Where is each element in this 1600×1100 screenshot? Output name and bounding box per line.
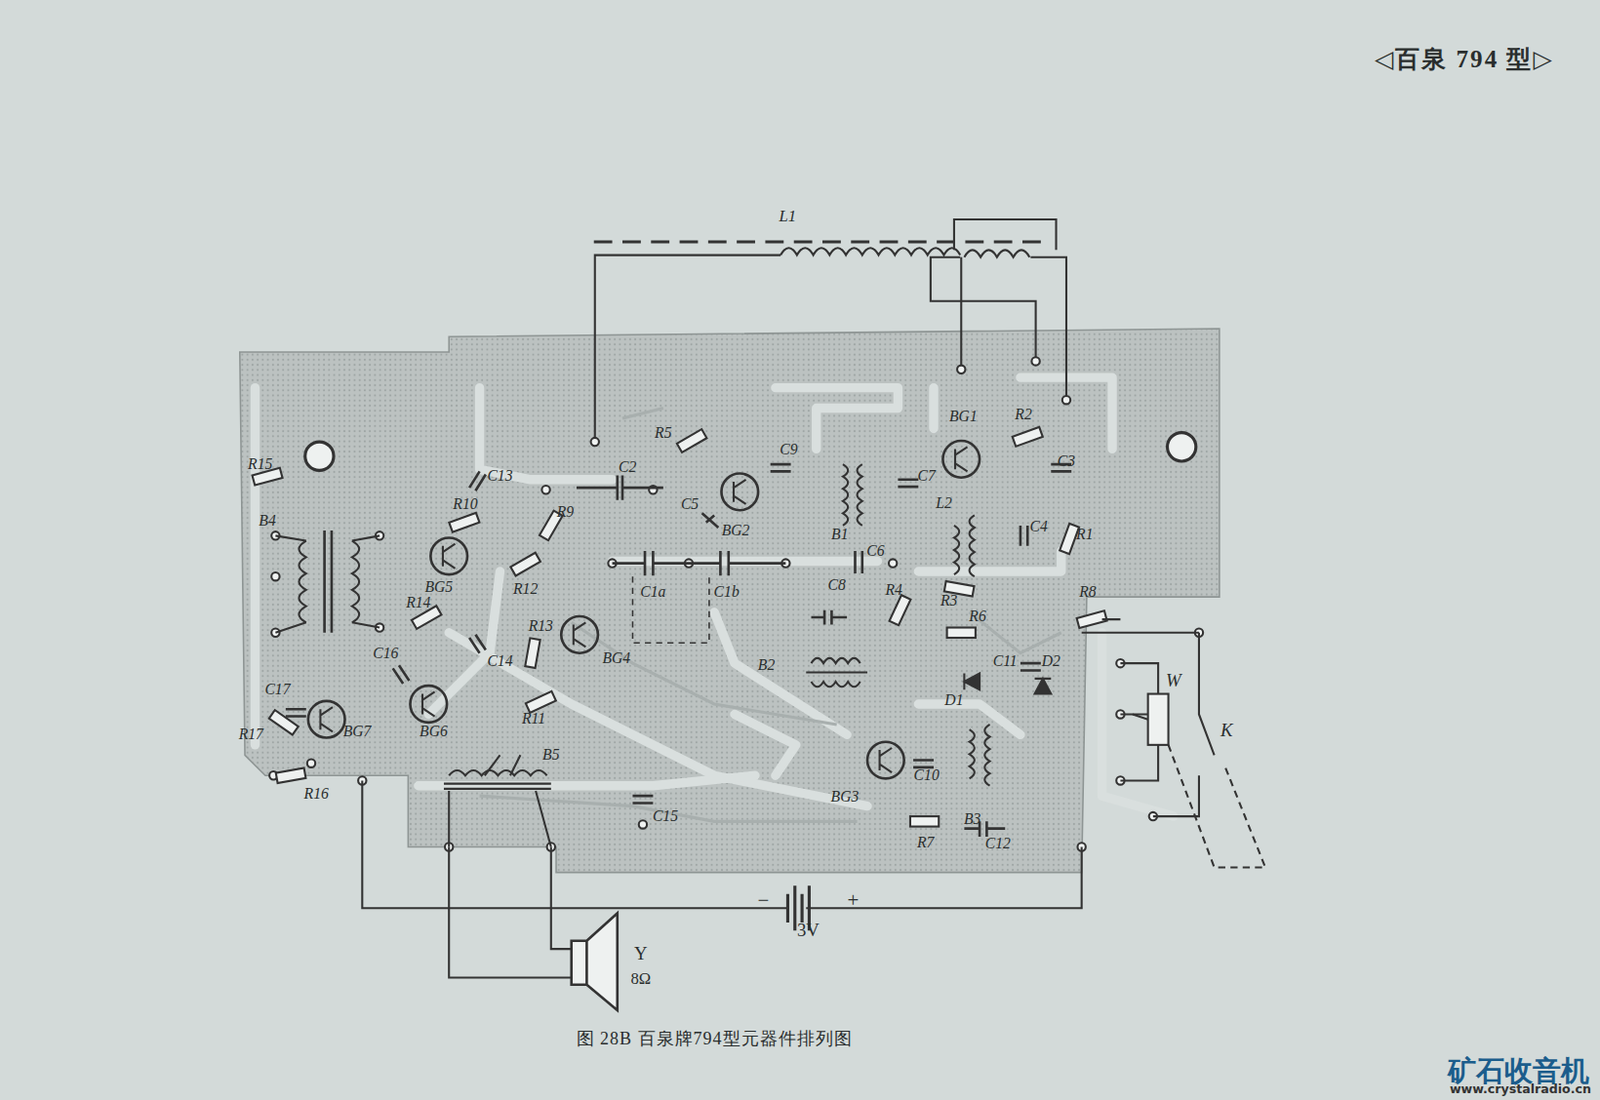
part-label: C15 [652,807,679,825]
part-label: C11 [993,652,1018,670]
part-label: R11 [521,710,546,727]
part-label: C1a [640,583,666,600]
part-label: D1 [944,691,963,709]
part-label: R8 [1079,583,1096,600]
part-label: C4 [1030,518,1048,535]
part-label: C7 [918,467,936,484]
part-label: R15 [247,455,273,473]
part-label: BG5 [424,578,453,596]
part-label: C3 [1057,452,1076,470]
part-label: C2 [618,458,637,476]
part-label: BG6 [419,722,448,740]
part-label: R7 [917,834,934,851]
part-label: R14 [405,594,431,611]
part-label: C12 [985,835,1011,852]
part-label: R10 [452,495,478,513]
part-label: BG4 [601,649,631,667]
part-label: C16 [372,644,399,662]
part-label: 8Ω [631,970,652,989]
part-label: C9 [779,440,798,458]
part-label: BG2 [721,521,751,539]
part-label: C10 [914,766,940,784]
part-label: B5 [542,746,560,763]
part-label: R5 [654,424,672,441]
part-label: L1 [779,207,798,226]
part-label: C17 [264,680,290,698]
figure-caption: 图 28B 百泉牌794型元器件排列图 [576,1027,853,1051]
part-label: C8 [828,576,846,594]
part-label: R2 [1014,405,1032,423]
watermark: www.crystalradio.cn [1449,1082,1592,1097]
part-label: Y [634,944,648,965]
part-label: L2 [935,494,953,512]
part-label: 3V [797,920,820,942]
part-label: D2 [1041,652,1061,670]
part-label: R3 [940,592,958,609]
part-label: R9 [557,503,574,520]
part-label: B2 [758,656,775,674]
page-header: ◁百泉 794 型▷ [1374,45,1555,74]
part-label: C1b [714,583,740,600]
part-label: BG7 [343,722,372,740]
part-label: C14 [486,652,513,670]
part-label: R4 [885,581,903,599]
part-label: B4 [258,512,276,529]
part-label: BG1 [949,407,978,425]
part-label: K [1220,720,1234,742]
part-label: R6 [968,607,986,625]
part-label: C6 [866,542,884,560]
part-label: R13 [528,617,554,635]
part-label: R12 [513,580,538,598]
part-label: BG3 [831,788,860,805]
part-label: R17 [239,725,264,743]
part-label: R1 [1076,525,1093,543]
part-label: + [847,889,860,913]
part-label: C5 [680,495,699,513]
part-label: C13 [486,467,513,484]
part-label: R16 [304,785,329,802]
part-label: − [757,889,769,913]
part-label: B1 [831,525,848,543]
part-label: B3 [963,810,981,828]
part-label: W [1165,671,1182,692]
